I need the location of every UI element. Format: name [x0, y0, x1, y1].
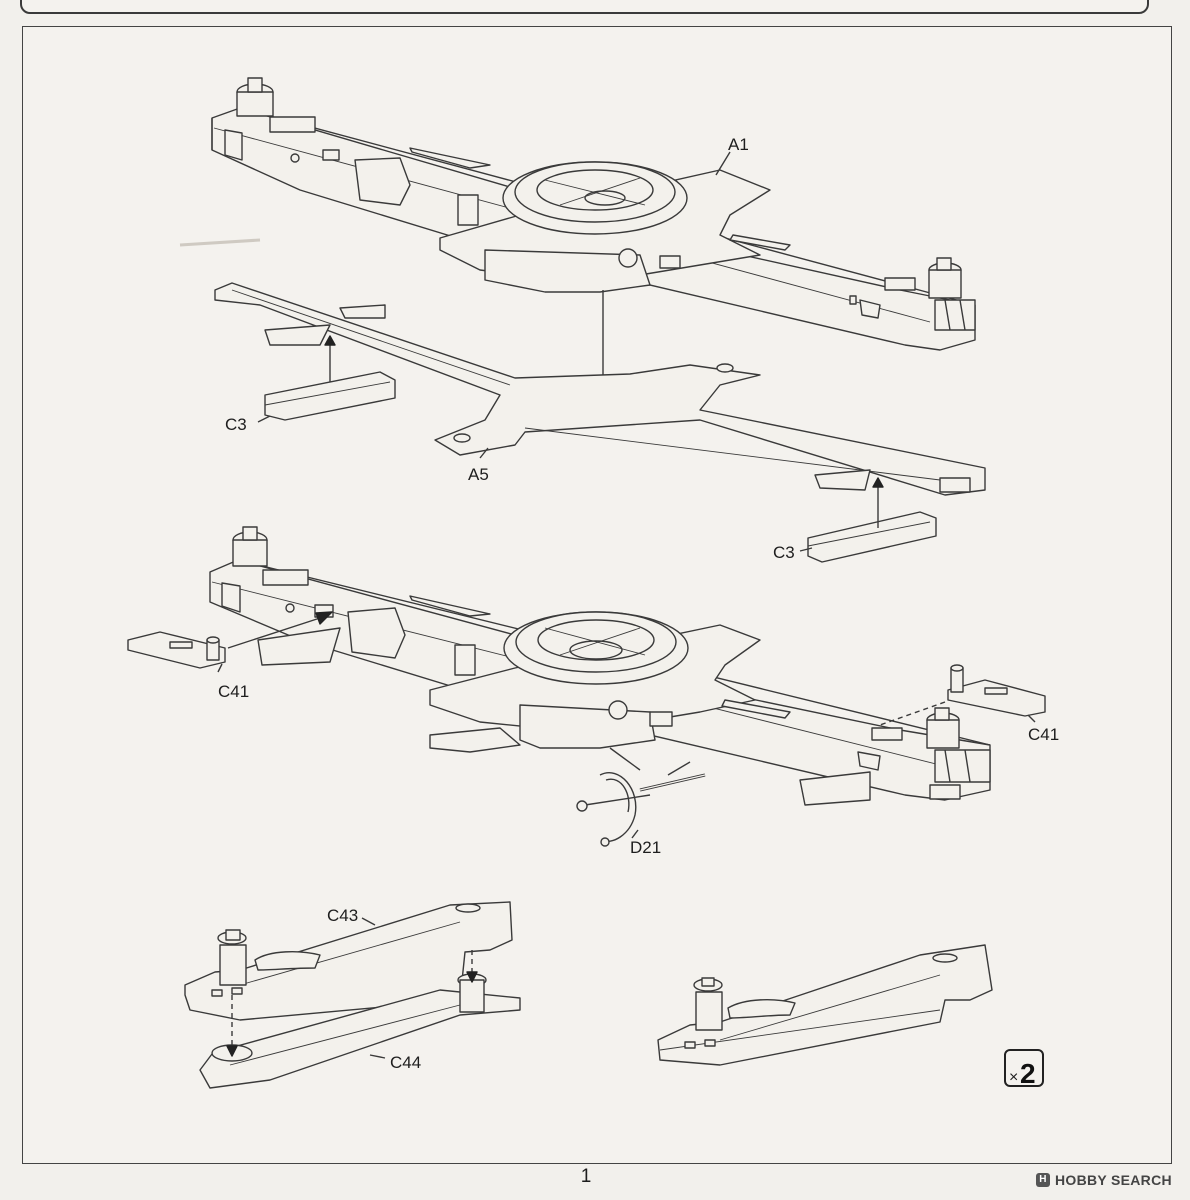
part-d21-drawing: [576, 747, 706, 847]
label-c41-right: C41: [1028, 725, 1059, 744]
label-a1: A1: [728, 135, 749, 154]
part-c3-right-drawing: [799, 477, 937, 563]
source-credit: H HOBBY SEARCH: [1036, 1172, 1172, 1188]
label-c43: C43: [327, 906, 358, 925]
label-c44: C44: [390, 1053, 421, 1072]
label-a5: A5: [468, 465, 489, 484]
label-c3-left: C3: [225, 415, 247, 434]
quantity-count: 2: [1020, 1058, 1036, 1089]
part-c41-left-drawing: [127, 611, 333, 673]
part-labels: A1 C3 A5 C3 C41 C41 D21 C43 C44: [218, 135, 1059, 1072]
quantity-times: ×: [1009, 1069, 1018, 1086]
top-border-band: [20, 0, 1149, 14]
label-c41-left: C41: [218, 682, 249, 701]
chassis-a1-drawing: [179, 77, 976, 351]
chassis-assembled-drawing: [209, 526, 991, 806]
part-c41-right-drawing: [879, 664, 1046, 726]
arm-assembled-drawing: [657, 944, 993, 1066]
quantity-badge: × 2: [1004, 1049, 1044, 1089]
page-number: 1: [580, 1166, 592, 1187]
frame-a5-drawing: [214, 282, 986, 496]
parts-c43-c44-drawing: [184, 901, 521, 1089]
credit-text: HOBBY SEARCH: [1055, 1172, 1172, 1188]
part-c3-left-drawing: [257, 335, 396, 423]
label-c3-right: C3: [773, 543, 795, 562]
label-d21: D21: [630, 838, 661, 857]
hobby-search-logo-icon: H: [1036, 1173, 1050, 1187]
